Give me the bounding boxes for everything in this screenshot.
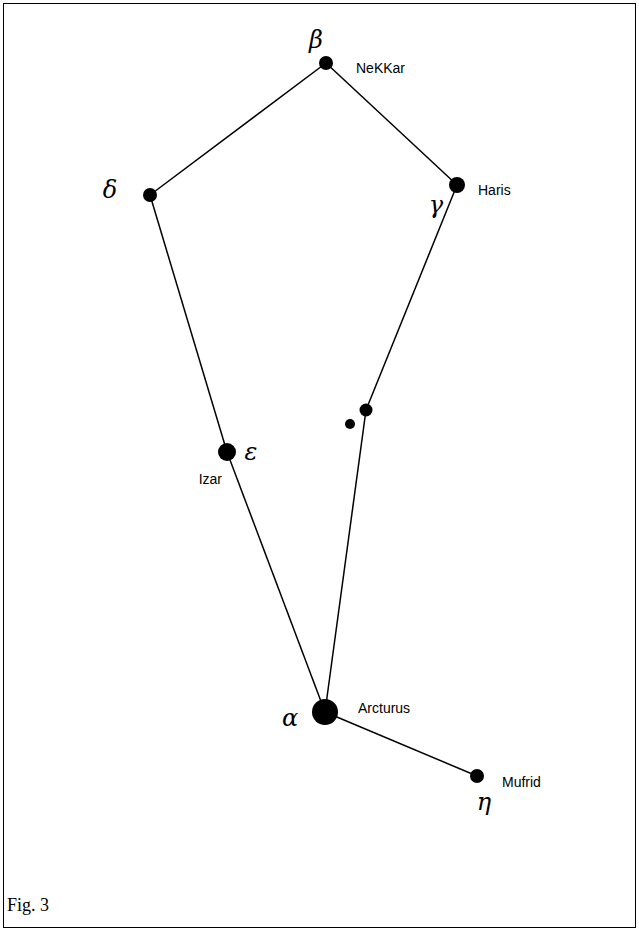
- greek-letter: γ: [429, 193, 443, 217]
- star-dot: [470, 769, 484, 783]
- greek-letter: ε: [245, 440, 258, 464]
- star-line: [326, 63, 457, 185]
- star-name: Arcturus: [358, 701, 410, 715]
- star-name: Izar: [199, 472, 222, 486]
- star-line: [366, 185, 457, 410]
- figure-caption: Fig. 3: [7, 896, 49, 914]
- star-line: [325, 712, 477, 776]
- star-dot: [449, 177, 465, 193]
- star-line: [227, 452, 325, 712]
- star-line: [150, 195, 227, 452]
- star-name: NeKKar: [356, 61, 405, 75]
- star-name: Mufrid: [502, 775, 541, 789]
- star-dot: [319, 56, 333, 70]
- greek-letter: η: [477, 790, 491, 814]
- star-line: [325, 410, 366, 712]
- greek-letter: β: [309, 28, 323, 52]
- star-dot: [312, 699, 338, 725]
- constellation-lines: [150, 63, 477, 776]
- stars: [143, 56, 484, 783]
- star-name: Haris: [478, 183, 511, 197]
- greek-letter: α: [282, 706, 298, 730]
- star-dot: [360, 404, 373, 417]
- figure-frame: [4, 4, 636, 928]
- star-line: [150, 63, 326, 195]
- star-dot: [218, 443, 236, 461]
- greek-letter: δ: [103, 178, 117, 202]
- star-dot: [345, 419, 355, 429]
- star-dot: [143, 188, 157, 202]
